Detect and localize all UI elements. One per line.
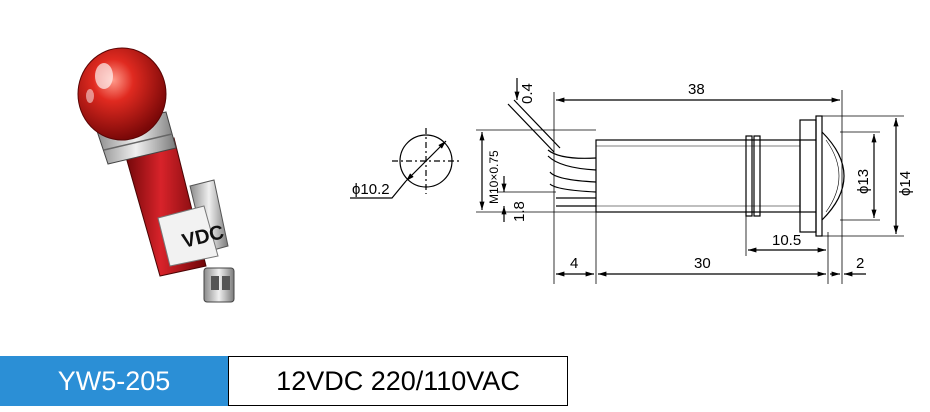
front-view-leader [350,180,407,199]
red-lens [77,47,167,141]
dim-label-30: 30 [694,255,711,272]
side-nut [799,119,817,233]
product-photo: VDC [77,47,235,303]
front-view [350,128,460,199]
side-clip-bands [745,135,761,217]
front-view-diameter-arrow [405,140,447,182]
dim-label-2: 2 [856,255,864,272]
dim-label-thread: M10×0.75 [487,150,501,204]
dim-label-38: 38 [688,81,705,98]
dim-label-phi14: ϕ14 [897,171,914,196]
front-view-diameter-label: ϕ10.2 [352,181,390,198]
model-label-bar: YW5-205 12VDC 220/110VAC [0,356,568,406]
side-body [595,139,801,213]
side-flange [815,115,823,237]
dim-label-10-5: 10.5 [772,232,801,249]
voltage-spec: 12VDC 220/110VAC [228,356,568,406]
side-dome [821,131,845,221]
dim-label-0-4: 0.4 [519,83,536,104]
model-number: YW5-205 [0,356,228,406]
dim-label-1-8: 1.8 [511,201,528,222]
side-extension-lines [476,90,904,284]
terminal-pins [203,267,235,303]
dim-label-4: 4 [570,255,578,272]
side-view [476,78,904,284]
side-terminals [507,99,597,207]
dim-label-phi13: ϕ13 [855,169,872,194]
